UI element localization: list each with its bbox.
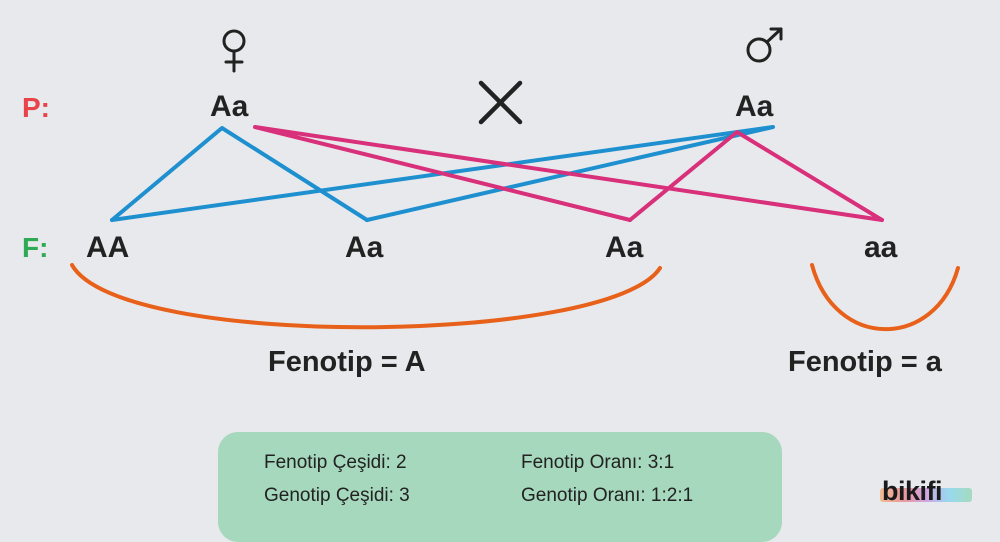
male-parent-genotype: Aa <box>735 90 774 123</box>
male-a-line <box>628 130 884 222</box>
offspring-genotype: AA <box>86 231 130 264</box>
cross-icon <box>478 80 523 125</box>
offspring-row-label: F: <box>22 232 49 263</box>
genotype-ratio-text: Genotip Oranı: 1:2:1 <box>521 485 694 506</box>
female-a-line <box>253 125 884 222</box>
genotype-types-text: Genotip Çeşidi: 3 <box>264 485 410 506</box>
female-A-line <box>110 126 369 222</box>
cross-lines <box>70 27 960 331</box>
recessive-phenotype-label: Fenotip = a <box>788 346 942 378</box>
punnett-cross-diagram: P: F: Aa Aa AA Aa Aa aa Fenotip = A Feno… <box>22 27 972 542</box>
summary-box: Fenotip Çeşidi: 2 Genotip Çeşidi: 3 Feno… <box>218 432 782 542</box>
male-symbol-icon <box>746 27 783 63</box>
brand-logo: bikifi <box>882 476 943 506</box>
phenotype-ratio-text: Fenotip Oranı: 3:1 <box>521 452 675 473</box>
dominant-brace <box>70 263 662 330</box>
female-parent-genotype: Aa <box>210 90 249 123</box>
offspring-genotype: Aa <box>345 231 384 264</box>
brand-stripe <box>880 488 972 502</box>
dominant-phenotype-label: Fenotip = A <box>268 346 426 378</box>
offspring-genotype: aa <box>864 231 898 264</box>
parent-row-label: P: <box>22 92 50 123</box>
phenotype-types-text: Fenotip Çeşidi: 2 <box>264 452 407 473</box>
female-symbol-icon <box>222 29 246 73</box>
offspring-genotype: Aa <box>605 231 644 264</box>
recessive-brace <box>810 263 960 331</box>
